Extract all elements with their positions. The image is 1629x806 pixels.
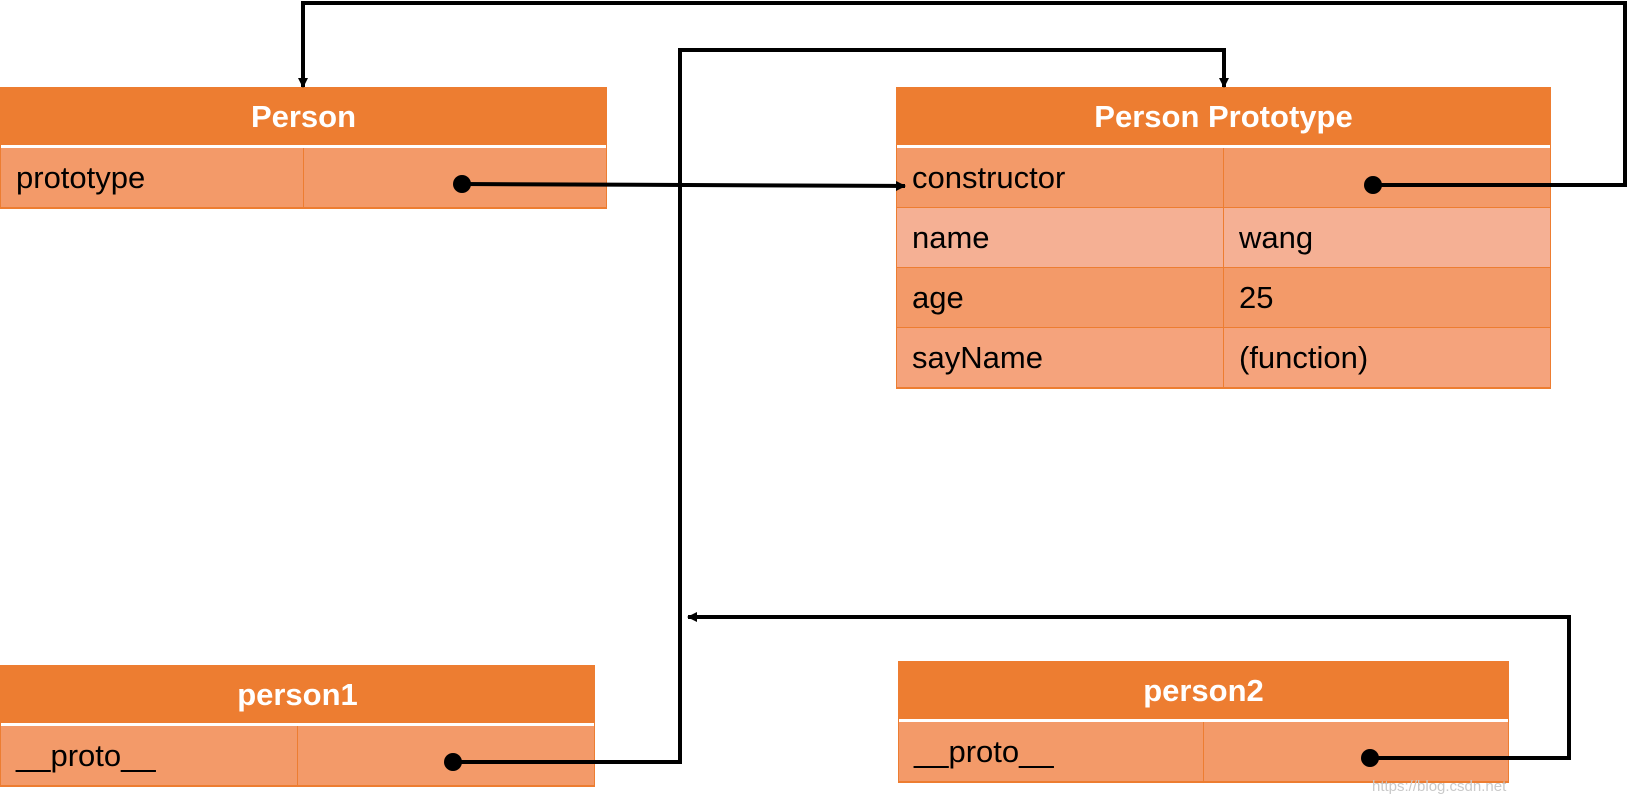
person-prototype-key: prototype: [16, 159, 146, 195]
name-key: name: [912, 219, 990, 255]
person2-box: person2 __proto__: [898, 661, 1509, 783]
constructor-value: [1223, 148, 1550, 207]
person1-row-proto: __proto__: [1, 726, 594, 786]
prototype-row-sayname: sayName (function): [897, 328, 1550, 388]
person1-header: person1: [1, 666, 594, 726]
sayname-value: (function): [1223, 328, 1550, 387]
person-prototype-value: [303, 148, 606, 207]
person1-proto-key: __proto__: [16, 737, 156, 773]
name-value: wang: [1223, 208, 1550, 267]
person2-header: person2: [899, 662, 1508, 722]
person-prototype-box: Person Prototype constructor name wang a…: [896, 87, 1551, 389]
sayname-key: sayName: [912, 339, 1043, 375]
constructor-key: constructor: [912, 159, 1066, 195]
prototype-row-age: age 25: [897, 268, 1550, 328]
person-prototype-header: Person Prototype: [897, 88, 1550, 148]
person2-row-proto: __proto__: [899, 722, 1508, 782]
age-key: age: [912, 279, 964, 315]
person2-proto-value: [1203, 722, 1508, 781]
person-row-prototype: prototype: [1, 148, 606, 208]
person1-proto-value: [297, 726, 594, 785]
person-box: Person prototype: [0, 87, 607, 209]
age-value: 25: [1223, 268, 1550, 327]
prototype-row-name: name wang: [897, 208, 1550, 268]
prototype-row-constructor: constructor: [897, 148, 1550, 208]
person-header: Person: [1, 88, 606, 148]
person2-proto-key: __proto__: [914, 733, 1054, 769]
watermark: https://blog.csdn.net: [1372, 778, 1507, 795]
person1-box: person1 __proto__: [0, 665, 595, 787]
